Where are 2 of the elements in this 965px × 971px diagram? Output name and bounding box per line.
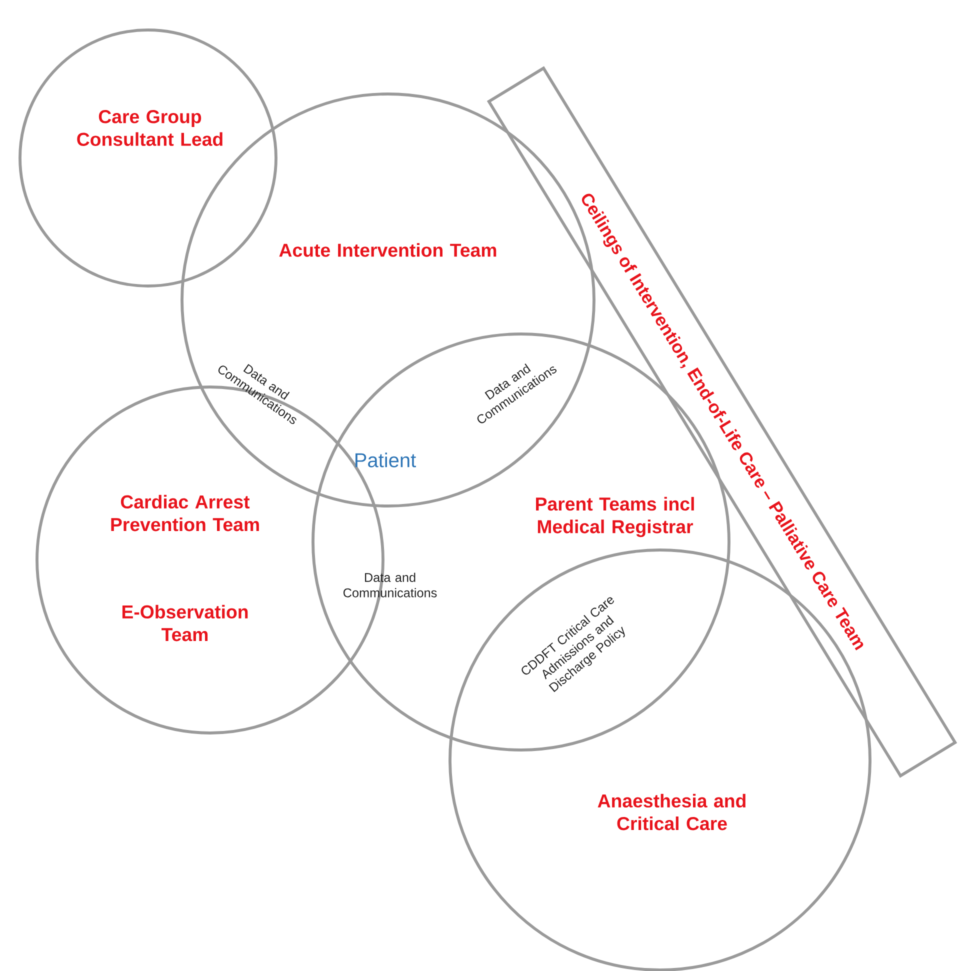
center-label: Patient [356,452,416,468]
overlap-label: Data and Communications [343,572,437,598]
